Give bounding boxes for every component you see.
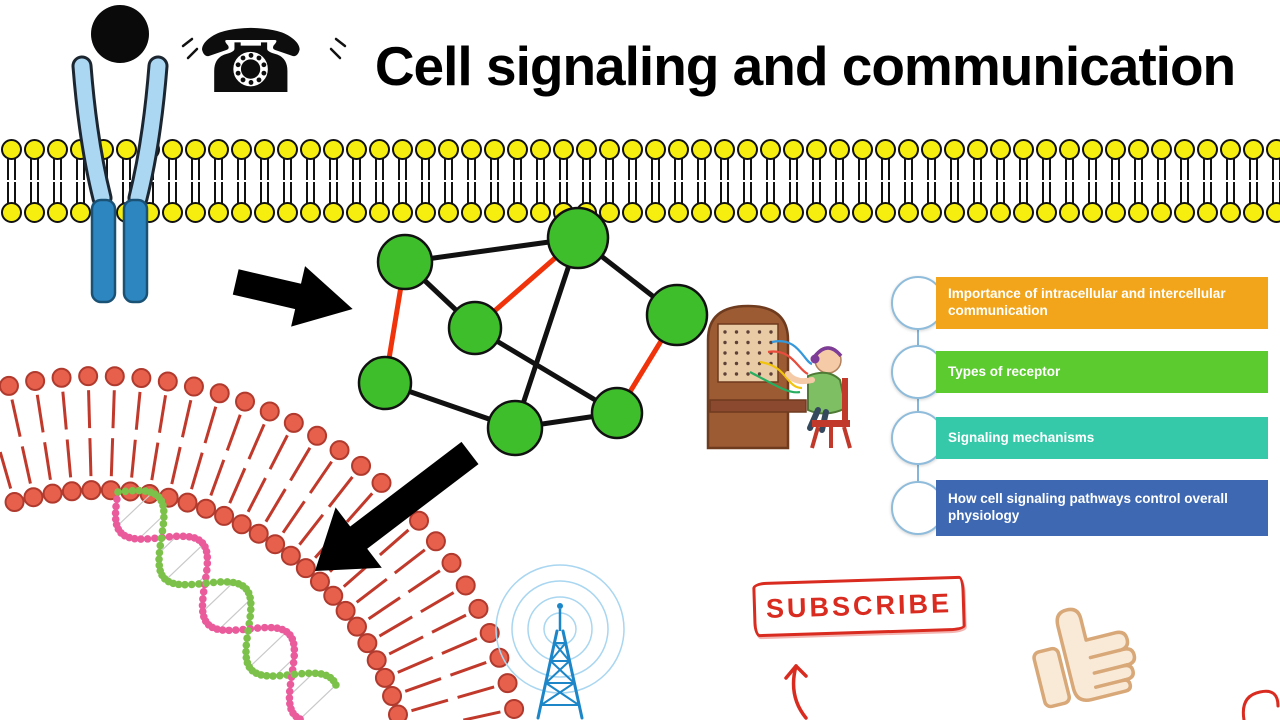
- telephone-glyph: ☎: [196, 12, 306, 111]
- membrane-receptor-icon: [71, 5, 169, 304]
- radio-tower-icon: [495, 564, 625, 720]
- phone-ring-waves-icon: [181, 37, 347, 60]
- switchboard-operator-illustration: [706, 304, 852, 450]
- arrow-right-icon: [232, 266, 353, 327]
- sketch-decoration: [1241, 689, 1280, 720]
- topics-panel: Importance of intracellular and intercel…: [880, 268, 1276, 560]
- telephone-icon: ☎: [196, 18, 306, 106]
- topic-label-1: Importance of intracellular and intercel…: [948, 286, 1226, 318]
- topics-connector-line: [917, 303, 919, 509]
- topic-banner-4: How cell signaling pathways control over…: [936, 480, 1268, 536]
- plasma-membrane-strip: [0, 138, 1280, 224]
- arrow-down-left-icon: [315, 441, 479, 571]
- ligand-ball: [91, 5, 149, 63]
- signaling-network-diagram: [357, 206, 709, 457]
- topic-banner-3: Signaling mechanisms: [936, 417, 1268, 459]
- topic-label-3: Signaling mechanisms: [948, 429, 1095, 445]
- thumbs-up-icon[interactable]: [1022, 598, 1160, 716]
- topic-banner-2: Types of receptor: [936, 351, 1268, 393]
- subscribe-button[interactable]: SUBSCRIBE: [752, 575, 966, 638]
- sketch-arrow-icon: [784, 664, 808, 720]
- topic-banner-1: Importance of intracellular and intercel…: [936, 277, 1268, 329]
- page-title: Cell signaling and communication: [374, 35, 1236, 97]
- topic-label-4: How cell signaling pathways control over…: [948, 491, 1228, 523]
- topic-label-2: Types of receptor: [948, 363, 1061, 379]
- dna-helix-icon: [111, 486, 340, 720]
